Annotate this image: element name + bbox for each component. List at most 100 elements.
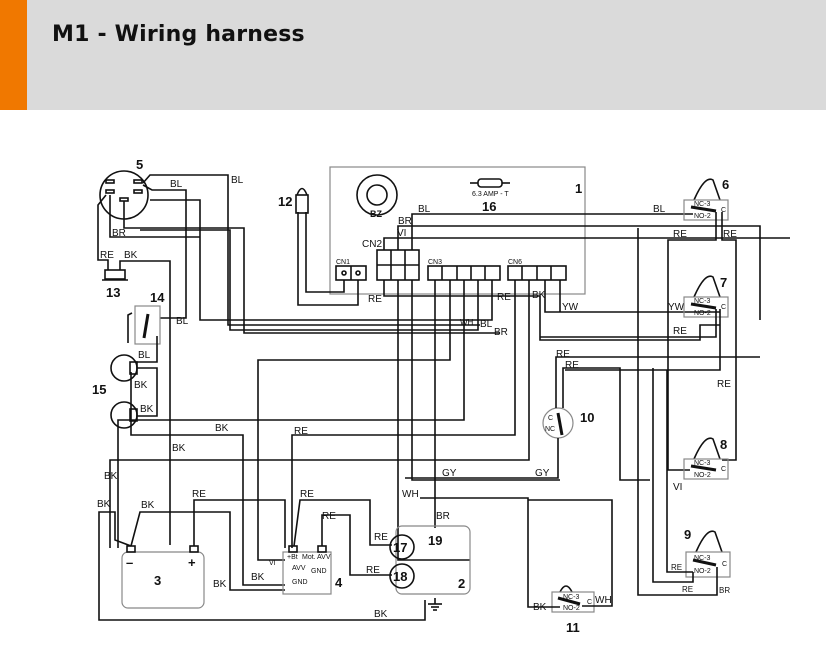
wire-label: RE <box>100 250 114 261</box>
term-nc3: NC-3 <box>563 594 579 601</box>
battery-plus: + <box>188 555 196 570</box>
wire-label: VI <box>673 482 682 493</box>
term-c: C <box>722 561 727 568</box>
pressure-switch-10: C NC <box>542 407 574 439</box>
connector-cn3 <box>427 265 501 281</box>
wire-label: GY <box>442 468 457 479</box>
switch-8: NC-3 NO-2 C <box>683 437 729 480</box>
cn3-label: CN3 <box>428 259 442 266</box>
header-bar: M1 - Wiring harness <box>0 0 826 110</box>
term-no2: NO-2 <box>694 213 711 220</box>
term-mot: Mot. <box>302 554 316 561</box>
label-3: 3 <box>154 573 161 588</box>
wire-label: BK <box>124 250 138 261</box>
wire-label: RE <box>673 229 687 240</box>
battery-minus: – <box>126 555 133 570</box>
switch-7: NC-3 NO-2 C <box>683 275 729 318</box>
label-16: 16 <box>482 199 496 214</box>
wire-label: BL <box>176 316 189 327</box>
wire-label: WH <box>402 489 419 500</box>
wire-label: BK <box>141 500 155 511</box>
term-nc3: NC-3 <box>694 201 710 208</box>
term-gnd: GND <box>292 579 308 586</box>
wire-label: BR <box>494 327 508 338</box>
label-9: 9 <box>684 527 691 542</box>
label-8: 8 <box>720 437 727 452</box>
lamp-15-bottom <box>110 401 138 429</box>
ground-icon <box>428 598 442 611</box>
term-c: C <box>721 207 726 214</box>
wire-label: RE <box>322 511 336 522</box>
term-c: C <box>721 466 726 473</box>
wire-label: VI <box>397 228 406 239</box>
label-6: 6 <box>722 177 729 192</box>
accent-stripe <box>0 0 27 110</box>
wire-label: RE <box>565 360 579 371</box>
switch-6: NC-3 NO-2 C <box>683 178 729 221</box>
cn6-label: CN6 <box>508 259 522 266</box>
label-2: 2 <box>458 576 465 591</box>
label-5: 5 <box>136 157 143 172</box>
wire-label: RE <box>497 292 511 303</box>
wire-label: RE <box>300 489 314 500</box>
term-no2: NO-2 <box>694 310 711 317</box>
wire-label: BL <box>418 204 431 215</box>
wire-label: RE <box>717 379 731 390</box>
wire-label: BK <box>134 380 148 391</box>
wire-label: RE <box>368 294 382 305</box>
controller-4: +Bt Mot. AVV AVV GND GND <box>282 545 332 595</box>
fuse-rating: 6.3 AMP - T <box>472 191 509 198</box>
label-4: 4 <box>335 575 343 590</box>
term-no2: NO-2 <box>694 472 711 479</box>
fuse-icon <box>470 178 510 188</box>
wire-label: RE <box>374 532 388 543</box>
wire-label: BK <box>215 423 229 434</box>
switch-9: NC-3 NO-2 C <box>685 530 731 578</box>
term-c: C <box>721 304 726 311</box>
wire-label: RE <box>366 565 380 576</box>
wire-label: BL <box>480 319 493 330</box>
lamp-15-top <box>110 354 138 382</box>
wire-label: BR <box>436 511 450 522</box>
wire-label: BK <box>172 443 186 454</box>
page-title: M1 - Wiring harness <box>52 22 305 47</box>
term-mot-avv: AVV <box>317 554 331 561</box>
label-11: 11 <box>566 620 580 635</box>
wire-label: YW <box>562 302 579 313</box>
wire-label: RE <box>556 349 570 360</box>
wire-label: RE <box>682 585 693 594</box>
wire-label: BR <box>112 228 126 239</box>
wire-vi <box>383 237 790 250</box>
component-13 <box>102 269 128 281</box>
term-bt: +Bt <box>287 554 298 561</box>
term-c: C <box>548 415 553 422</box>
label-17: 17 <box>393 540 407 555</box>
control-board <box>329 166 586 295</box>
wire-label: YW <box>668 302 685 313</box>
wire-label: VI <box>269 560 276 567</box>
wire-label: BK <box>533 602 547 613</box>
label-10: 10 <box>580 410 594 425</box>
wire-label: BL <box>170 179 183 190</box>
term-nc: NC <box>545 426 555 433</box>
term-c: C <box>587 599 592 606</box>
wire-label: BK <box>213 579 227 590</box>
battery-3: – + <box>121 545 205 609</box>
wire-label: GY <box>535 468 550 479</box>
wire-label: WH <box>595 595 612 606</box>
wire-label: RE <box>723 229 737 240</box>
wire-label: RE <box>671 563 682 572</box>
wire-label: BR <box>398 216 412 227</box>
sensor-12 <box>295 187 309 214</box>
cn1-label: CN1 <box>336 259 350 266</box>
switch-11: NC-3 NO-2 C <box>551 585 595 613</box>
label-19: 19 <box>428 533 442 548</box>
wire-label: BK <box>140 404 154 415</box>
wire-label: BK <box>374 609 388 620</box>
label-1: 1 <box>575 181 582 196</box>
wire-label: WH <box>460 318 474 327</box>
wire-label: BK <box>104 471 118 482</box>
term-nc3: NC-3 <box>694 460 710 467</box>
wire-label: RE <box>294 426 308 437</box>
